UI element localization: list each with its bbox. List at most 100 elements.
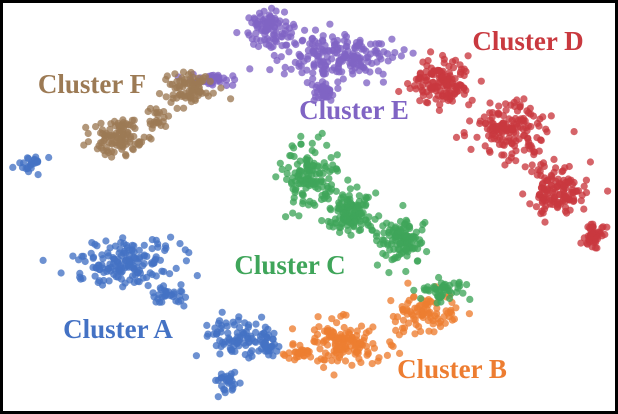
cluster-a-point [233,329,241,337]
cluster-d-point [552,164,560,172]
cluster-f-point [97,119,105,127]
cluster-c-point [328,185,336,193]
cluster-c-point [323,141,331,149]
cluster-b-point [411,330,419,338]
cluster-c-point [327,154,335,162]
cluster-b-point [396,349,404,357]
cluster-d-point [521,163,529,171]
cluster-c-point [392,223,400,231]
cluster-f-point [140,133,148,141]
cluster-e-point [334,84,342,92]
cluster-d-point [468,96,476,104]
cluster-d-point [537,136,545,145]
cluster-a-point [34,158,42,166]
cluster-a-point [212,376,220,384]
cluster-b-point [410,292,418,301]
cluster-e-point [397,52,405,60]
cluster-e-point [262,23,270,31]
cluster-d-point [537,161,545,169]
cluster-c-point [319,178,327,186]
cluster-d-point [427,70,435,78]
cluster-d-point [560,183,568,191]
cluster-a-point [216,350,224,358]
cluster-e-point [310,63,318,71]
cluster-d-point [498,127,506,135]
cluster-b-point [330,371,338,379]
cluster-e-point [330,64,338,72]
cluster-a-point [221,386,229,394]
cluster-a-point [140,260,148,268]
cluster-b-point [321,349,330,357]
cluster-b-point [357,322,366,330]
cluster-b-point [333,357,342,365]
cluster-d-point [501,161,509,169]
cluster-e-point [272,7,280,15]
cluster-f-point [123,131,131,139]
cluster-f-point [189,88,197,97]
cluster-e-point [301,26,309,34]
cluster-d-point [488,109,497,117]
cluster-d-point [439,51,447,60]
cluster-d-point [451,56,460,64]
cluster-f-point [155,90,164,98]
cluster-c-point [361,216,369,224]
cluster-e-point [335,57,343,65]
cluster-c-point [302,166,311,175]
cluster-a-point [149,289,157,297]
cluster-a-point [130,278,138,286]
cluster-e-point [287,33,295,41]
cluster-e-point [306,40,314,48]
cluster-c-point [345,192,353,200]
cluster-a-point [45,153,53,162]
cluster-c-point [283,175,291,183]
cluster-f-point [80,141,88,149]
cluster-c-point [343,216,351,224]
cluster-d-point [495,140,504,148]
cluster-d-point [568,180,577,188]
cluster-a-point [229,318,237,326]
cluster-a-point [152,272,160,280]
cluster-d-point [544,176,552,184]
cluster-f-point [186,75,194,83]
cluster-b-point [427,314,435,322]
cluster-d-point [452,133,461,141]
cluster-e-point [280,70,288,78]
cluster-d-point [510,135,518,143]
cluster-e-point [251,15,259,23]
cluster-f-point [162,122,170,130]
cluster-c-point [290,144,298,152]
cluster-c-point [396,240,404,248]
cluster-b-point [341,357,350,365]
cluster-b-point [364,348,372,356]
cluster-f-point [128,145,137,153]
cluster-c-point [414,257,422,265]
cluster-d-point [486,99,494,107]
cluster-f-point [153,109,161,117]
cluster-c-point [326,204,334,212]
cluster-d-point [582,176,591,184]
cluster-c-point [372,189,380,197]
cluster-a-point [104,249,112,257]
cluster-d-point [452,85,461,93]
cluster-a-point [177,281,185,289]
cluster-e-point [362,47,370,55]
cluster-d-point [586,224,594,232]
cluster-a-point [252,328,260,336]
cluster-a-point [78,252,86,260]
cluster-b-point [400,324,409,332]
cluster-c-point [289,174,297,182]
cluster-e-point [374,67,382,75]
cluster-a-point [204,330,212,338]
cluster-c-point [441,286,449,294]
cluster-a-point [144,282,152,290]
cluster-c-point [341,209,349,217]
cluster-c-point [290,152,298,161]
cluster-b-point [420,306,428,314]
cluster-d-point [520,95,528,103]
cluster-c-point [447,289,456,297]
cluster-c-point [379,222,387,230]
cluster-d-point [588,229,596,237]
cluster-e-point [278,42,286,50]
cluster-b-point [404,279,412,287]
